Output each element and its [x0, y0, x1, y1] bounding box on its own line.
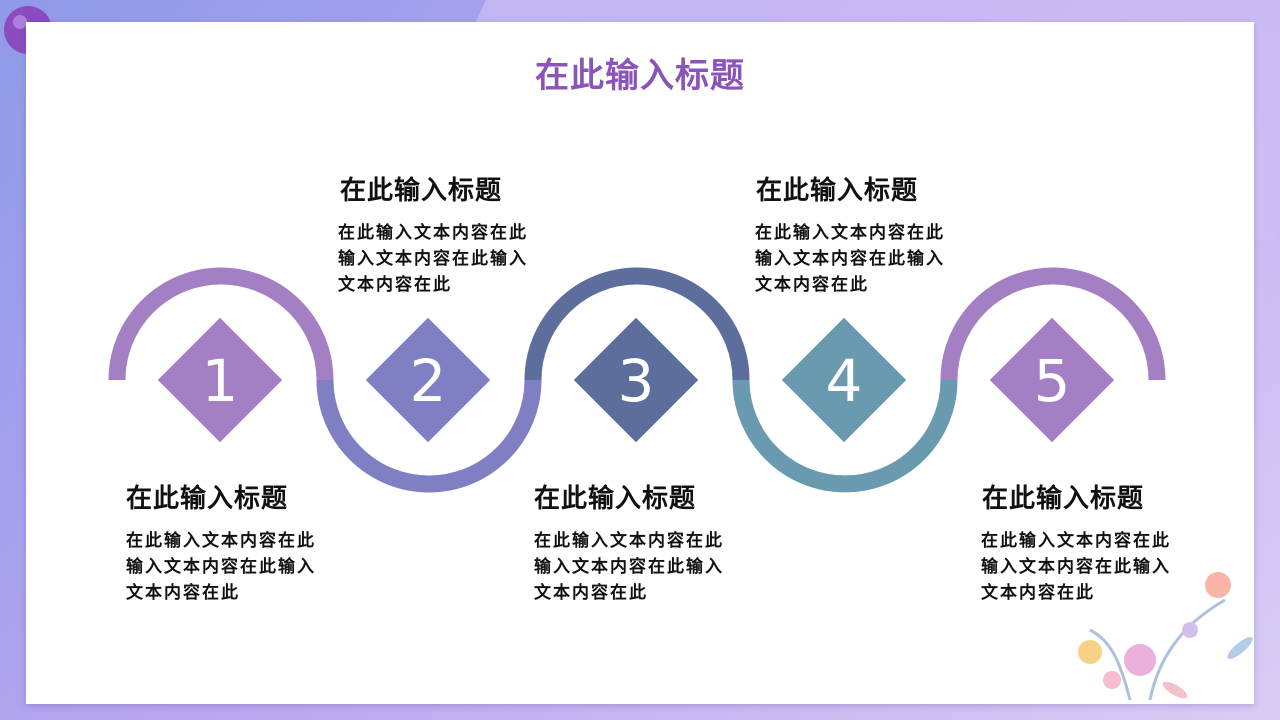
arc-3 — [524, 267, 750, 381]
slide-title: 在此输入标题 — [535, 56, 745, 96]
step-marker-5: 5 — [989, 317, 1115, 443]
step-3-body: 在此输入文本内容在此输入文本内容在此输入文本内容在此 — [534, 531, 724, 603]
step-4-body: 在此输入文本内容在此输入文本内容在此输入文本内容在此 — [755, 223, 945, 295]
step-2-body: 在此输入文本内容在此输入文本内容在此输入文本内容在此 — [338, 223, 528, 295]
step-marker-3: 3 — [573, 317, 699, 443]
arc-2 — [316, 379, 542, 493]
step-1-body: 在此输入文本内容在此输入文本内容在此输入文本内容在此 — [126, 531, 316, 603]
floral-decoration — [1078, 572, 1253, 701]
step-number-4: 4 — [826, 347, 863, 415]
step-marker-4: 4 — [781, 317, 907, 443]
step-3-title: 在此输入标题 — [534, 484, 697, 514]
step-marker-1: 1 — [157, 317, 283, 443]
step-2-title: 在此输入标题 — [340, 176, 503, 206]
step-5-title: 在此输入标题 — [982, 484, 1145, 514]
arc-5 — [940, 267, 1166, 381]
step-number-5: 5 — [1034, 347, 1071, 415]
arc-1 — [108, 267, 334, 381]
step-5-body: 在此输入文本内容在此输入文本内容在此输入文本内容在此 — [981, 531, 1171, 603]
step-4-title: 在此输入标题 — [756, 176, 919, 206]
step-number-3: 3 — [618, 347, 655, 415]
step-1-title: 在此输入标题 — [126, 484, 289, 514]
arc-4 — [732, 379, 958, 493]
step-number-2: 2 — [410, 347, 447, 415]
step-number-1: 1 — [202, 347, 239, 415]
step-marker-2: 2 — [365, 317, 491, 443]
